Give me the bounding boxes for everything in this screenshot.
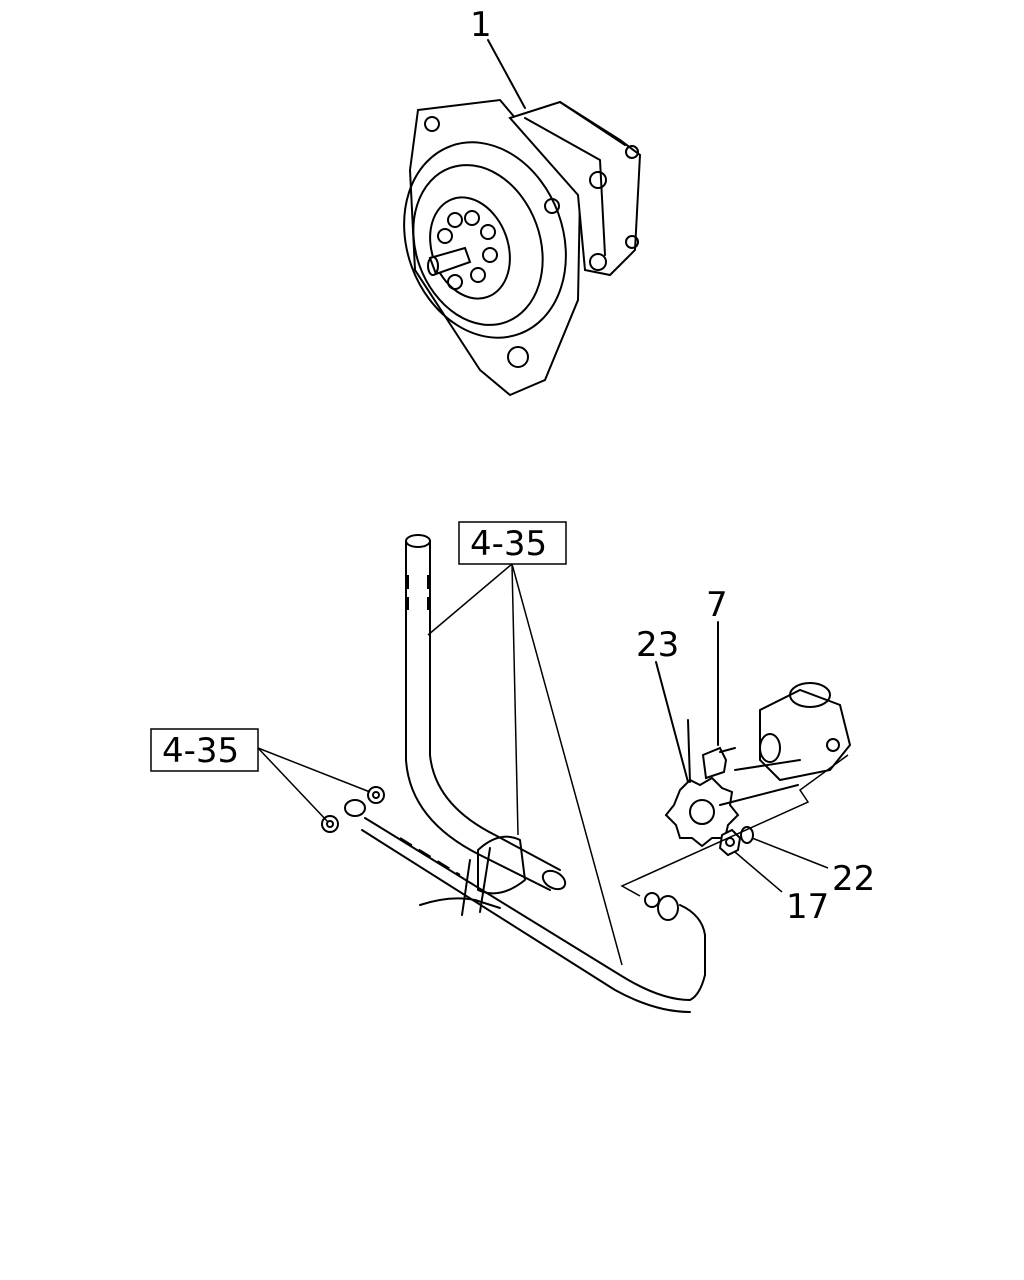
callout-1: 1 [470, 5, 492, 45]
callout-22: 22 [832, 859, 875, 899]
callout-7: 7 [706, 585, 728, 625]
reference-label-upper: 4-35 [470, 524, 547, 564]
reference-box-left[interactable]: 4-35 [150, 728, 259, 772]
bolt-7[interactable] [701, 621, 736, 780]
leader-left-1 [257, 747, 371, 793]
oil-pipe[interactable] [321, 786, 706, 1013]
reference-label-left: 4-35 [162, 731, 239, 771]
washer-22[interactable] [740, 826, 754, 844]
callout-23: 23 [636, 625, 679, 665]
leader-left-2 [257, 747, 329, 823]
callout-17: 17 [786, 887, 829, 927]
reference-box-upper[interactable]: 4-35 [458, 521, 567, 565]
leader-upper-1 [427, 563, 513, 636]
leader-upper-3 [511, 563, 623, 966]
vertical-hose[interactable] [405, 534, 568, 893]
assembly-bracket [620, 754, 849, 897]
pump-housing-right[interactable] [719, 682, 852, 806]
leader-upper-2 [511, 563, 519, 836]
leader-17 [734, 851, 783, 893]
nut-17[interactable] [718, 828, 742, 857]
leader-22 [751, 837, 829, 869]
gear-23[interactable] [655, 661, 740, 848]
pump-assembly[interactable] [378, 39, 642, 397]
